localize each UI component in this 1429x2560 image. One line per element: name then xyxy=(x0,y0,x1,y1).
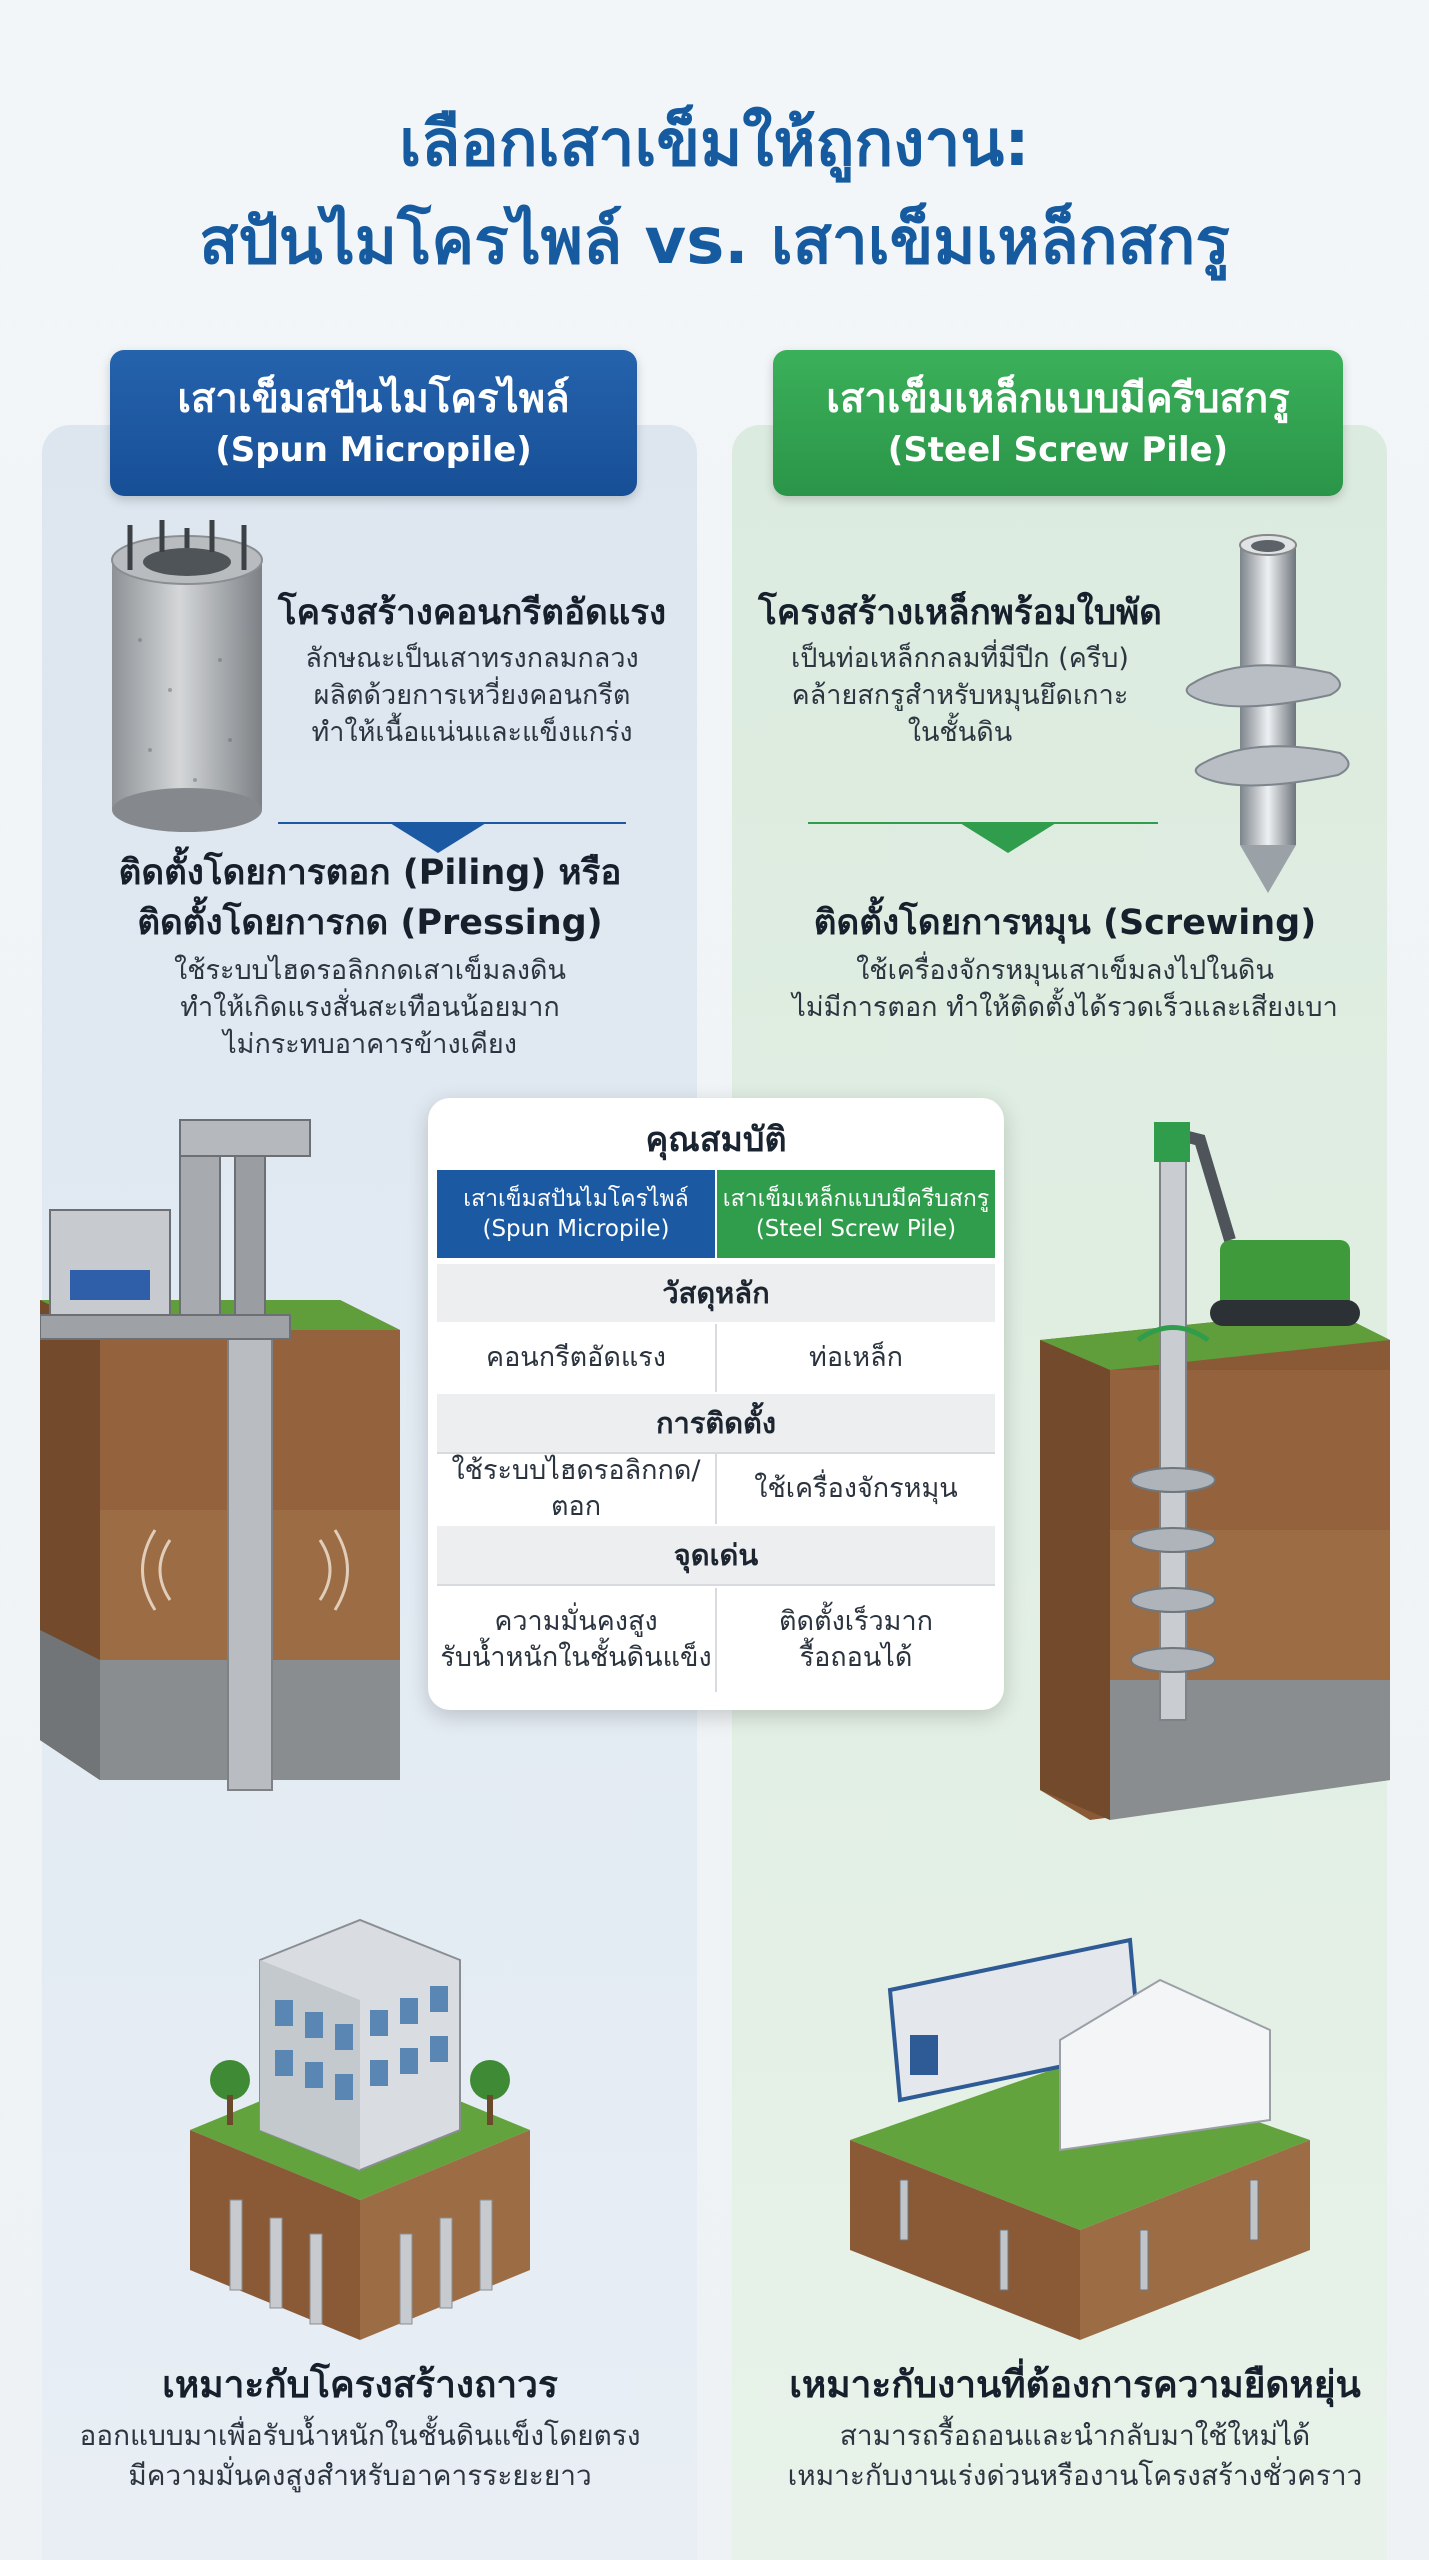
page-title: เลือกเสาเข็มให้ถูกงาน: สปันไมโครไพล์ vs.… xyxy=(0,95,1429,291)
table-row-label-material: วัสดุหลัก xyxy=(437,1264,995,1322)
right-header-english: (Steel Screw Pile) xyxy=(887,430,1229,470)
right-bottom-section: เหมาะกับงานที่ต้องการความยืดหยุ่น สามารถ… xyxy=(745,2360,1405,2496)
left-divider-arrow xyxy=(390,823,486,853)
table-cell-text: ใช้เครื่องจักรหมุน xyxy=(754,1473,958,1504)
table-cell-highlight-screw: ติดตั้งเร็วมาก รื้อถอนได้ xyxy=(717,1588,995,1692)
right-install-section: ติดตั้งโดยการหมุน (Screwing) ใช้เครื่องจ… xyxy=(740,898,1390,1026)
right-header-thai: เสาเข็มเหล็กแบบมีครีบสกรู xyxy=(826,376,1290,422)
hydraulic-rig-illustration xyxy=(40,1119,400,1791)
right-install-heading: ติดตั้งโดยการหมุน (Screwing) xyxy=(813,903,1317,943)
left-install-heading-2: ติดตั้งโดยการกด (Pressing) xyxy=(137,903,603,943)
left-header-thai: เสาเข็มสปันไมโครไพล์ xyxy=(177,376,570,422)
left-structure-heading: โครงสร้างคอนกรีตอัดแรง xyxy=(277,593,667,633)
table-cell-text: คอนกรีตอัดแรง xyxy=(486,1342,666,1373)
table-cell-text: ความมั่นคงสูง xyxy=(494,1606,658,1637)
right-structure-line-1: เป็นท่อเหล็กกลมที่มีปีก (ครีบ) xyxy=(791,643,1129,674)
screw-pile-illustration xyxy=(1185,534,1350,893)
table-header-screw-thai: เสาเข็มเหล็กแบบมีครีบสกรู xyxy=(722,1186,990,1212)
left-bottom-line-2: มีความมั่นคงสูงสำหรับอาคารระยะยาว xyxy=(128,2459,592,2492)
excavator-screwing-illustration xyxy=(1040,1122,1390,1820)
left-install-line-3: ไม่กระทบอาคารข้างเคียง xyxy=(223,1029,517,1060)
table-cell-installation-screw: ใช้เครื่องจักรหมุน xyxy=(717,1454,995,1524)
comparison-table-card: คุณสมบัติ เสาเข็มสปันไมโครไพล์ (Spun Mic… xyxy=(428,1098,1004,1710)
right-structure-heading: โครงสร้างเหล็กพร้อมใบพัด xyxy=(758,593,1162,633)
table-header-screw: เสาเข็มเหล็กแบบมีครีบสกรู (Steel Screw P… xyxy=(717,1170,995,1258)
comparison-table-title: คุณสมบัติ xyxy=(645,1120,787,1160)
right-bottom-line-1: สามารถรื้อถอนและนำกลับมาใช้ใหม่ได้ xyxy=(839,2419,1311,2452)
table-row-divider xyxy=(437,1584,995,1586)
right-structure-line-3: ในชั้นดิน xyxy=(907,717,1013,748)
left-column-header: เสาเข็มสปันไมโครไพล์ (Spun Micropile) xyxy=(110,350,637,496)
table-cell-text: ใช้ระบบไฮดรอลิกกด/ตอก xyxy=(451,1455,701,1522)
right-structure-line-2: คล้ายสกรูสำหรับหมุนยึดเกาะ xyxy=(791,680,1129,711)
right-install-line-2: ไม่มีการตอก ทำให้ติดตั้งได้รวดเร็วและเสี… xyxy=(792,992,1338,1023)
left-bottom-section: เหมาะกับโครงสร้างถาวร ออกแบบมาเพื่อรับน้… xyxy=(55,2360,665,2496)
left-structure-section: โครงสร้างคอนกรีตอัดแรง ลักษณะเป็นเสาทรงก… xyxy=(262,588,682,751)
permanent-building-illustration xyxy=(190,1918,530,2340)
table-header-spun-english: (Spun Micropile) xyxy=(482,1216,670,1242)
right-column-header: เสาเข็มเหล็กแบบมีครีบสกรู (Steel Screw P… xyxy=(773,350,1343,496)
table-column-divider xyxy=(715,1454,717,1524)
left-structure-line-1: ลักษณะเป็นเสาทรงกลมกลวง xyxy=(305,643,639,674)
table-header-spun: เสาเข็มสปันไมโครไพล์ (Spun Micropile) xyxy=(437,1170,715,1258)
table-cell-installation-spun: ใช้ระบบไฮดรอลิกกด/ตอก xyxy=(437,1454,715,1524)
left-structure-line-3: ทำให้เนื้อแน่นและแข็งแกร่ง xyxy=(311,717,633,748)
title-line-2: สปันไมโครไพล์ vs. เสาเข็มเหล็กสกรู xyxy=(199,205,1230,279)
table-column-divider xyxy=(715,1324,717,1392)
table-header-screw-english: (Steel Screw Pile) xyxy=(755,1216,957,1242)
table-row-divider xyxy=(437,1452,995,1454)
right-structure-section: โครงสร้างเหล็กพร้อมใบพัด เป็นท่อเหล็กกลม… xyxy=(740,588,1180,751)
right-bottom-line-2: เหมาะกับงานเร่งด่วนหรืองานโครงสร้างชั่วค… xyxy=(787,2459,1363,2492)
spun-pile-illustration xyxy=(111,520,263,832)
left-install-heading-1: ติดตั้งโดยการตอก (Piling) หรือ xyxy=(118,853,622,893)
table-header-spun-thai: เสาเข็มสปันไมโครไพล์ xyxy=(463,1186,689,1212)
title-line-1: เลือกเสาเข็มให้ถูกงาน: xyxy=(399,107,1030,181)
right-install-line-1: ใช้เครื่องจักรหมุนเสาเข็มลงไปในดิน xyxy=(856,955,1274,986)
left-structure-line-2: ผลิตด้วยการเหวี่ยงคอนกรีต xyxy=(313,680,631,711)
table-cell-highlight-spun: ความมั่นคงสูง รับน้ำหนักในชั้นดินแข็ง xyxy=(437,1588,715,1692)
table-cell-material-spun: คอนกรีตอัดแรง xyxy=(437,1324,715,1392)
table-cell-text: รับน้ำหนักในชั้นดินแข็ง xyxy=(440,1642,712,1673)
left-bottom-heading: เหมาะกับโครงสร้างถาวร xyxy=(162,2363,558,2406)
right-bottom-heading: เหมาะกับงานที่ต้องการความยืดหยุ่น xyxy=(789,2363,1361,2406)
table-cell-text: รื้อถอนได้ xyxy=(799,1642,913,1673)
table-row-label-installation: การติดตั้ง xyxy=(437,1394,995,1452)
table-cell-material-screw: ท่อเหล็ก xyxy=(717,1324,995,1392)
table-cell-text: ท่อเหล็ก xyxy=(809,1342,903,1373)
left-install-line-1: ใช้ระบบไฮดรอลิกกดเสาเข็มลงดิน xyxy=(174,955,566,986)
left-install-section: ติดตั้งโดยการตอก (Piling) หรือ ติดตั้งโด… xyxy=(60,848,680,1063)
temporary-structure-illustration xyxy=(850,1937,1310,2340)
left-bottom-line-1: ออกแบบมาเพื่อรับน้ำหนักในชั้นดินแข็งโดยต… xyxy=(79,2419,641,2452)
table-row-label-highlight: จุดเด่น xyxy=(437,1526,995,1584)
right-divider-arrow xyxy=(960,823,1056,853)
left-header-english: (Spun Micropile) xyxy=(215,430,532,470)
table-cell-text: ติดตั้งเร็วมาก xyxy=(779,1606,933,1637)
table-column-divider xyxy=(715,1588,717,1692)
left-install-line-2: ทำให้เกิดแรงสั่นสะเทือนน้อยมาก xyxy=(180,992,560,1023)
